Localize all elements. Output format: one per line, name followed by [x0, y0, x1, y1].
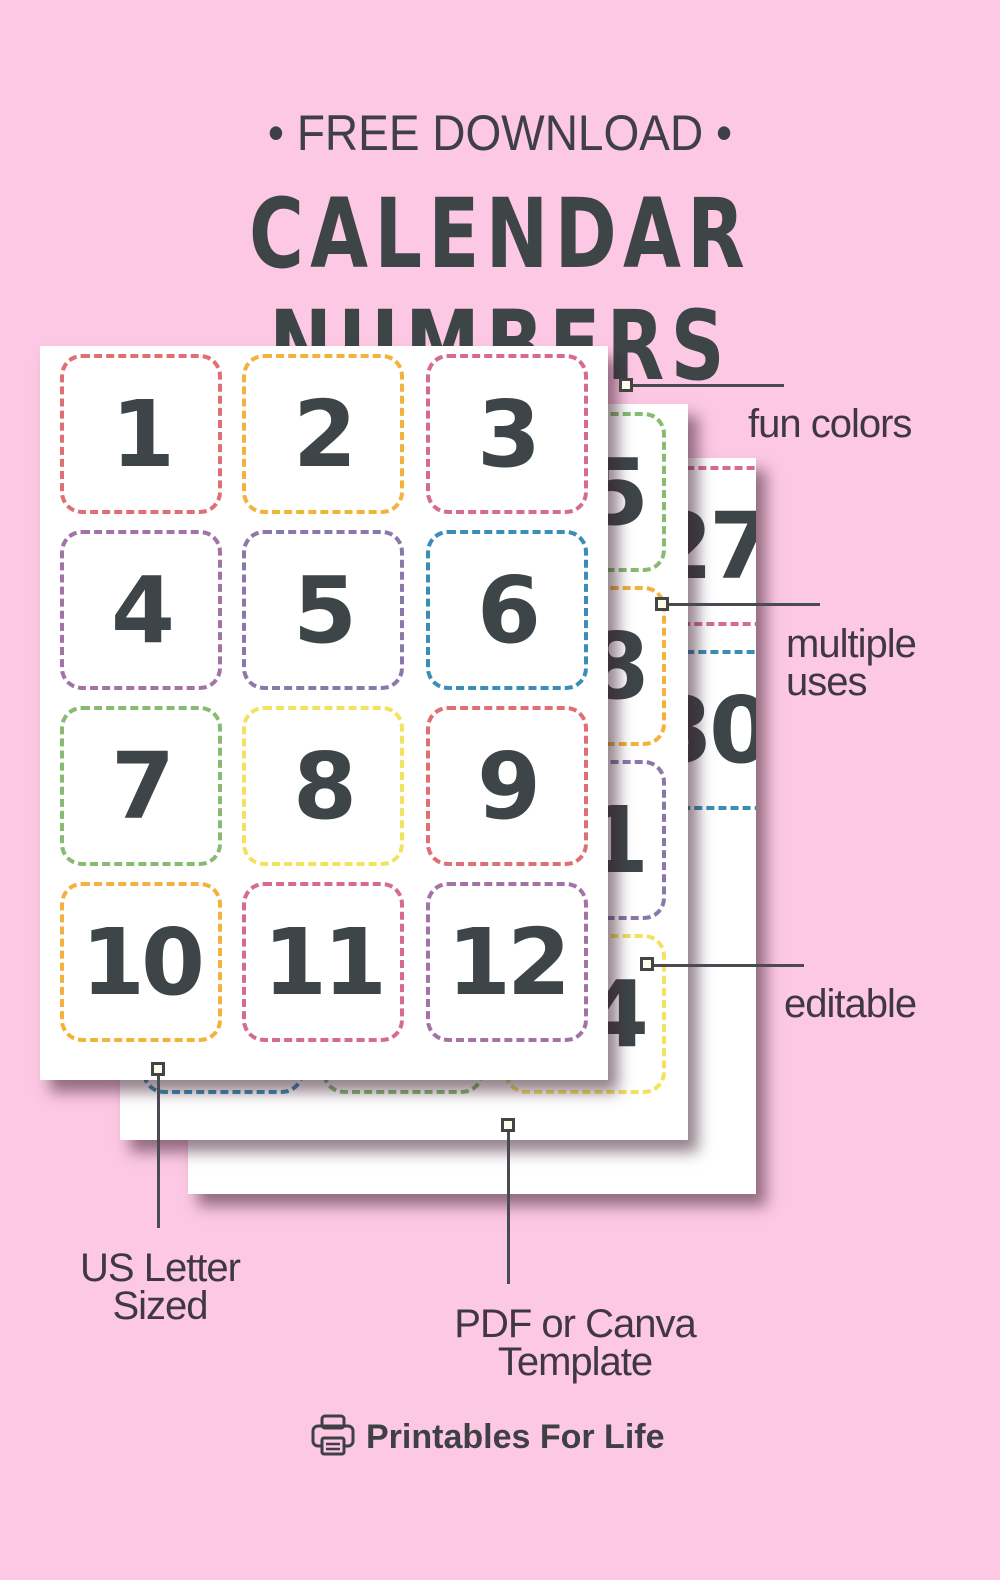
- callout-line-fun-colors: [632, 384, 784, 387]
- callout-marker-us-letter: [151, 1062, 165, 1076]
- card-11: 11: [242, 882, 404, 1042]
- card-6: 6: [426, 530, 588, 690]
- printer-icon: [310, 1414, 356, 1461]
- subtitle: • FREE DOWNLOAD •: [267, 105, 733, 161]
- label-fun-colors: fun colors: [748, 402, 912, 446]
- callout-marker-pdf-canva: [501, 1118, 515, 1132]
- callout-line-us-letter: [157, 1076, 160, 1228]
- callout-marker-fun-colors: [619, 378, 633, 392]
- card-1: 1: [60, 354, 222, 514]
- card-2: 2: [242, 354, 404, 514]
- callout-marker-editable: [640, 957, 654, 971]
- callout-line-editable: [652, 964, 804, 967]
- label-sized: Sized: [112, 1284, 208, 1328]
- card-9: 9: [426, 706, 588, 866]
- card-12: 12: [426, 882, 588, 1042]
- label-multiple: multiple: [786, 622, 917, 666]
- brand: Printables For Life: [310, 1414, 665, 1461]
- front-sheet: 1 2 3 4 5 6 7 8 9 10 11 12: [40, 346, 608, 1080]
- label-editable: editable: [784, 982, 917, 1026]
- card-10: 10: [60, 882, 222, 1042]
- card-8: 8: [242, 706, 404, 866]
- callout-line-multiple-uses: [668, 603, 820, 606]
- card-3: 3: [426, 354, 588, 514]
- label-pdf-canva: PDF or Canva: [454, 1302, 696, 1346]
- callout-line-pdf-canva: [507, 1132, 510, 1284]
- brand-name: Printables For Life: [366, 1418, 665, 1456]
- label-us-letter: US Letter: [80, 1246, 241, 1290]
- label-uses: uses: [786, 660, 867, 704]
- label-template: Template: [497, 1340, 653, 1384]
- callout-marker-multiple-uses: [655, 597, 669, 611]
- card-7: 7: [60, 706, 222, 866]
- card-5: 5: [242, 530, 404, 690]
- card-4: 4: [60, 530, 222, 690]
